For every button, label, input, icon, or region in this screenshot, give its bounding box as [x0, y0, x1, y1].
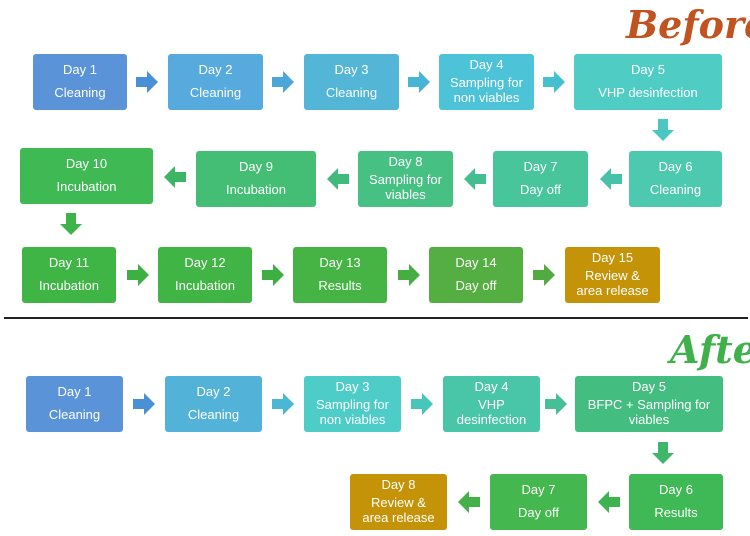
step-day-label: Day 4	[469, 56, 504, 72]
step-text: Cleaning	[187, 407, 240, 423]
arrow-down-icon	[652, 119, 674, 141]
step-day-label: Day 8	[381, 476, 416, 492]
before-step-day-4: Day 4 Sampling for non viables	[439, 54, 534, 110]
after-step-day-7: Day 7 Day off	[490, 474, 587, 530]
arrow-right-icon	[272, 393, 294, 415]
after-step-day-3: Day 3 Sampling for non viables	[304, 376, 401, 432]
before-step-day-9: Day 9 Incubation	[196, 151, 316, 207]
arrow-right-icon	[545, 393, 567, 415]
before-step-day-10: Day 10 Incubation	[20, 148, 153, 204]
arrow-down-icon	[60, 213, 82, 235]
step-text: Cleaning	[48, 407, 101, 423]
step-text: Cleaning	[325, 85, 378, 101]
step-text: Incubation	[175, 278, 235, 294]
step-text: Day off	[520, 182, 561, 198]
step-day-label: Day 8	[388, 153, 423, 169]
step-day-label: Day 5	[632, 378, 666, 394]
arrow-left-icon	[164, 166, 186, 188]
step-day-label: Day 10	[65, 155, 108, 171]
arrow-right-icon	[136, 71, 158, 93]
step-text: Sampling for non viables	[316, 397, 389, 428]
step-day-label: Day 6	[658, 158, 693, 174]
before-step-day-13: Day 13 Results	[293, 247, 387, 303]
arrow-right-icon	[133, 393, 155, 415]
step-text: Results	[318, 278, 362, 294]
step-day-label: Day 2	[196, 383, 231, 399]
arrow-down-icon	[652, 442, 674, 464]
step-text: Day off	[518, 505, 559, 521]
before-step-day-5: Day 5 VHP desinfection	[574, 54, 722, 110]
after-step-day-5: Day 5 BFPC + Sampling for viables	[575, 376, 723, 432]
before-step-day-1: Day 1 Cleaning	[33, 54, 127, 110]
before-step-day-11: Day 11 Incubation	[22, 247, 116, 303]
arrow-left-icon	[600, 168, 622, 190]
step-text: Incubation	[226, 182, 286, 198]
after-step-day-4: Day 4 VHP desinfection	[443, 376, 540, 432]
step-day-label: Day 13	[319, 254, 361, 270]
step-day-label: Day 1	[57, 383, 92, 399]
step-text: Day off	[455, 278, 497, 294]
arrow-right-icon	[533, 264, 555, 286]
step-day-label: Day 7	[523, 158, 558, 174]
step-text: Incubation	[56, 179, 117, 195]
step-day-label: Day 11	[48, 254, 90, 270]
step-day-label: Day 2	[198, 61, 233, 77]
step-day-label: Day 14	[455, 254, 497, 270]
after-step-day-8: Day 8 Review & area release	[350, 474, 447, 530]
arrow-left-icon	[598, 491, 620, 513]
before-heading: Before	[626, 2, 750, 47]
arrow-right-icon	[543, 71, 565, 93]
step-day-label: Day 1	[63, 61, 97, 77]
before-step-day-3: Day 3 Cleaning	[304, 54, 399, 110]
step-text: Cleaning	[189, 85, 242, 101]
step-day-label: Day 5	[631, 61, 665, 77]
arrow-right-icon	[127, 264, 149, 286]
after-step-day-1: Day 1 Cleaning	[26, 376, 123, 432]
arrow-left-icon	[458, 491, 480, 513]
step-day-label: Day 3	[334, 61, 369, 77]
step-day-label: Day 15	[591, 249, 634, 265]
step-day-label: Day 4	[474, 378, 509, 394]
step-text: Results	[654, 505, 698, 521]
before-step-day-12: Day 12 Incubation	[158, 247, 252, 303]
step-text: Incubation	[39, 278, 99, 294]
before-step-day-14: Day 14 Day off	[429, 247, 523, 303]
after-step-day-2: Day 2 Cleaning	[165, 376, 262, 432]
step-day-label: Day 6	[659, 481, 693, 497]
after-heading: After	[670, 327, 750, 372]
arrow-right-icon	[411, 393, 433, 415]
step-text: Review & area release	[362, 495, 435, 526]
step-text: Review & area release	[576, 268, 649, 299]
arrow-right-icon	[398, 264, 420, 286]
before-step-day-7: Day 7 Day off	[493, 151, 588, 207]
step-day-label: Day 12	[184, 254, 226, 270]
step-day-label: Day 7	[521, 481, 556, 497]
step-text: Sampling for viables	[369, 172, 442, 203]
step-text: BFPC + Sampling for viables	[587, 397, 711, 428]
before-step-day-6: Day 6 Cleaning	[629, 151, 722, 207]
arrow-left-icon	[464, 168, 486, 190]
step-text: Cleaning	[54, 85, 106, 101]
arrow-right-icon	[262, 264, 284, 286]
section-divider	[4, 317, 748, 319]
step-text: Sampling for non viables	[450, 75, 523, 106]
arrow-left-icon	[327, 168, 349, 190]
arrow-right-icon	[408, 71, 430, 93]
step-text: VHP desinfection	[598, 85, 698, 101]
before-step-day-2: Day 2 Cleaning	[168, 54, 263, 110]
before-step-day-8: Day 8 Sampling for viables	[358, 151, 453, 207]
after-step-day-6: Day 6 Results	[629, 474, 723, 530]
step-day-label: Day 9	[239, 158, 273, 174]
arrow-right-icon	[272, 71, 294, 93]
step-day-label: Day 3	[335, 378, 370, 394]
step-text: Cleaning	[649, 182, 702, 198]
step-text: VHP desinfection	[456, 397, 527, 428]
before-step-day-15: Day 15 Review & area release	[565, 247, 660, 303]
